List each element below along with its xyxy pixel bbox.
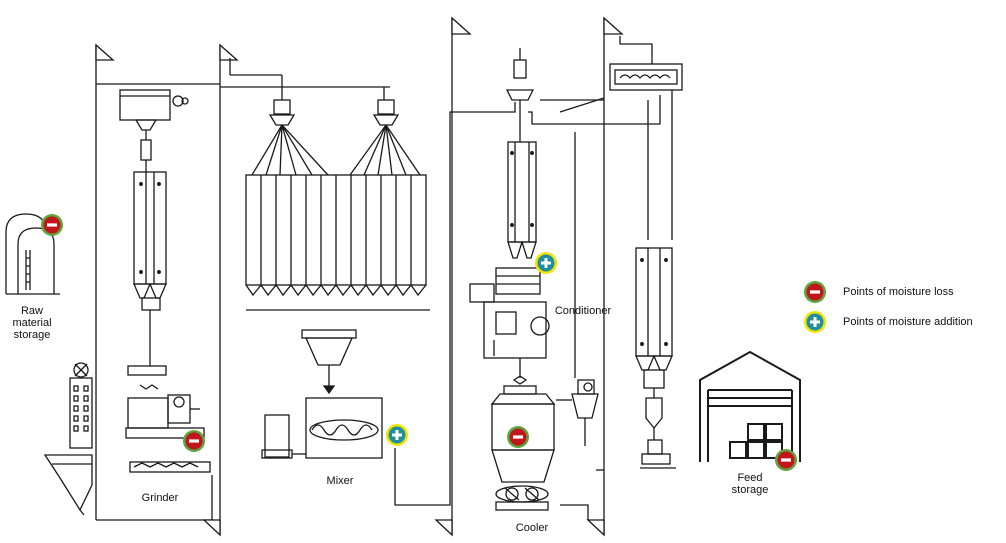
moisture-loss-icon	[775, 449, 797, 471]
intake-elevator	[43, 362, 93, 516]
moisture-loss-icon	[41, 214, 63, 236]
legend-label-moisture-addition: Points of moisture addition	[843, 316, 973, 328]
legend-moisture-loss-icon	[804, 281, 826, 303]
grinder-train	[119, 89, 211, 473]
moisture-addition-icon	[386, 424, 408, 446]
cooler-unit	[490, 393, 556, 511]
packing-line	[609, 63, 683, 469]
building-columns	[95, 16, 624, 537]
moisture-loss-icon	[507, 426, 529, 448]
label-mixer: Mixer	[326, 475, 354, 487]
mixer-unit	[261, 329, 383, 459]
feed-storage-warehouse-icon	[699, 350, 801, 462]
conditioner-train	[469, 48, 550, 395]
label-conditioner: Conditioner	[554, 305, 612, 317]
moisture-loss-icon	[183, 430, 205, 452]
moisture-addition-icon	[535, 252, 557, 274]
cyclone	[556, 379, 599, 446]
legend-moisture-addition-icon	[804, 311, 826, 333]
label-cooler: Cooler	[515, 522, 549, 534]
label-grinder: Grinder	[141, 492, 179, 504]
label-feed-storage: Feed storage	[731, 472, 769, 496]
label-raw-material-storage: Raw material storage	[12, 305, 52, 341]
dosing-bins	[245, 99, 430, 311]
legend-label-moisture-loss: Points of moisture loss	[843, 286, 954, 298]
